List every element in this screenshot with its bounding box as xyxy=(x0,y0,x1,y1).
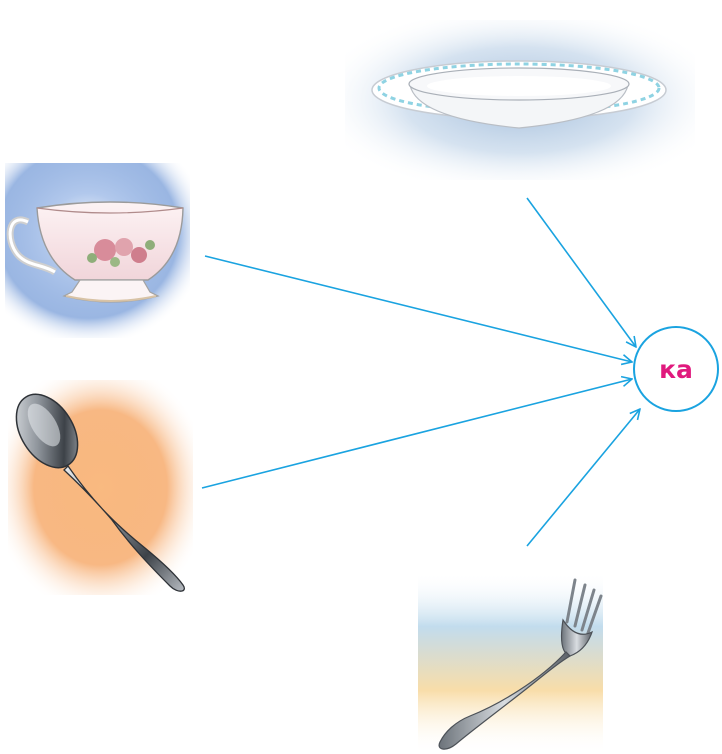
syllable-node[interactable]: ка xyxy=(634,327,718,411)
fork-picture xyxy=(418,572,603,754)
arrow-plate-to-syllable xyxy=(527,198,636,347)
arrow-cup-to-syllable xyxy=(205,256,632,362)
arrow-fork-to-syllable xyxy=(527,409,640,546)
fork-background xyxy=(418,572,603,754)
spoon-picture xyxy=(4,380,193,595)
syllable-label: ка xyxy=(659,355,693,384)
arrow-lines xyxy=(202,198,640,546)
arrow-spoon-to-syllable xyxy=(202,379,632,488)
cup-picture xyxy=(5,163,190,338)
plate-picture xyxy=(345,20,695,180)
